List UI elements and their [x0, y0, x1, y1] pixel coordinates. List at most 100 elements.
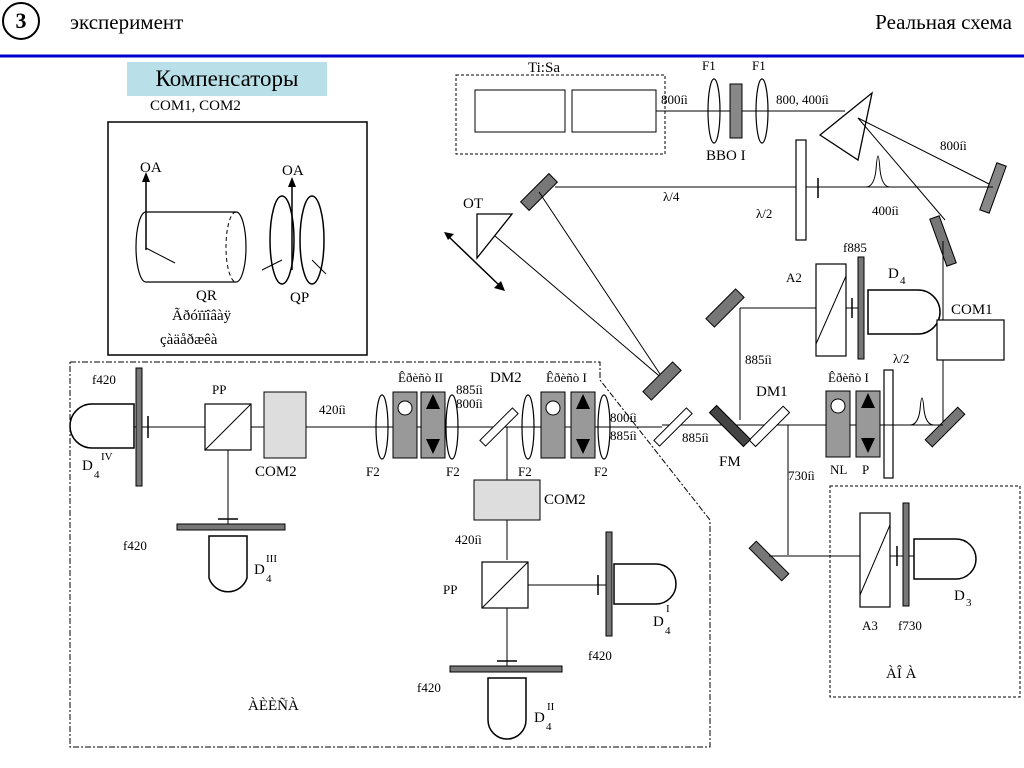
f420-mid-filter [176, 523, 286, 531]
crystal-ii-axis [397, 400, 413, 416]
crystal-i-arrow-up [576, 394, 590, 409]
f1-lens-a [707, 78, 721, 144]
lambda2-right-label: λ/2 [893, 351, 909, 366]
f420-top-filter [135, 367, 143, 487]
d4i-label: D [653, 614, 664, 630]
com2-center-box [473, 479, 541, 521]
delay-mirror-bottom [642, 361, 682, 401]
f730-label: f730 [898, 618, 922, 633]
right-arm: 885íì A2 f885 D 4 COM1 λ/2 Êðèñò I NL P [653, 215, 1005, 555]
pp-left-diagonal [204, 403, 252, 451]
ot-arrow-down [494, 281, 505, 291]
slide-left-title: эксперимент [70, 10, 184, 34]
d4-label: D [888, 266, 899, 282]
f885-label: f885 [843, 240, 867, 255]
d3-label: D [954, 588, 965, 604]
f1-lens-b [755, 78, 769, 144]
oa-left-label: OA [140, 160, 162, 176]
f885-filter [857, 256, 865, 360]
a2-label: A2 [786, 270, 802, 285]
nm-885-mid-label: 885íì [456, 382, 483, 397]
d4iv-detector [69, 403, 135, 449]
pp-center-diagonal [481, 561, 529, 609]
d4iii-sub: 4 [266, 573, 272, 585]
f2-lens-3 [521, 394, 535, 460]
detection-frame [829, 485, 1021, 698]
qr-label: QR [196, 288, 217, 304]
qp-vector-2 [311, 259, 327, 275]
com2-center-label: COM2 [544, 492, 586, 508]
nm-420-label: 420íì [319, 402, 346, 417]
d3-detector [913, 538, 977, 580]
d4iii-label: D [254, 562, 265, 578]
d3-sub: 3 [966, 597, 972, 609]
pp-left-label: PP [212, 382, 226, 397]
crystal-ii-arrow-down [426, 439, 440, 454]
lambda2-top-label: λ/2 [756, 206, 772, 221]
qp-label: QP [290, 290, 309, 306]
oa-right-label: OA [282, 163, 304, 179]
bbo-crystal [729, 83, 743, 139]
dm1-mirror [748, 405, 791, 448]
mirror-885 [705, 288, 745, 328]
pp-center-label: PP [443, 582, 457, 597]
pulse-right [909, 397, 935, 426]
d4iv-label: D [82, 458, 93, 474]
com2-left-label: COM2 [255, 464, 297, 480]
crystal-i-arrow-down [576, 439, 590, 454]
compensators-title: Компенсаторы [127, 62, 327, 96]
a3-diagonal [859, 524, 891, 596]
dm2-mirror [479, 407, 519, 447]
f2-label-3: F2 [518, 464, 532, 479]
d4iv-sub: 4 [94, 469, 100, 481]
pulse-top [865, 155, 891, 188]
nm-885-label: 885íì [745, 352, 772, 367]
mirror-top-right [979, 162, 1007, 214]
mirror-bottom-right [924, 406, 966, 448]
beamsplitter-main [653, 407, 693, 447]
d4iii-sup: III [266, 553, 277, 565]
nl-label: NL [830, 462, 847, 477]
com1-box [936, 319, 1005, 361]
compensators-caption-1: Ãðóïïîâàÿ [172, 308, 232, 324]
d4ii-detector [487, 677, 527, 740]
mirror-730 [748, 540, 790, 582]
nm-420-center-label: 420íì [455, 532, 482, 547]
polarizer-arrow-up [861, 393, 875, 408]
tisa-frame [455, 74, 666, 155]
f1-label-b: F1 [752, 58, 766, 73]
crystal-i-right-axis [830, 398, 846, 414]
a3-label: A3 [862, 618, 878, 633]
qp-plate-1 [269, 195, 295, 285]
laser-800-400-label: 800, 400íì [776, 92, 829, 107]
beam-800-right-label: 800íì [940, 138, 967, 153]
qp-plate-2 [299, 195, 325, 285]
a2-diagonal [815, 275, 847, 345]
nm-800-mid-label: 800íì [456, 396, 483, 411]
fm-mirror [708, 404, 752, 448]
f420-bottom-filter [449, 665, 563, 673]
f2-label-1: F2 [366, 464, 380, 479]
polarizer-arrow-down [861, 438, 875, 453]
f2-label-2: F2 [446, 464, 460, 479]
tisa-box-2 [571, 89, 657, 133]
d4i-detector [613, 563, 677, 605]
compensators-caption-2: çàäåðæêà [160, 332, 218, 348]
detection-box-title: ÀÎ À [886, 665, 917, 682]
crystal-i-right-label: Êðèñò I [828, 370, 869, 385]
laser-block: Ti:Sa 800íì F1 F1 BBO I 800, 400íì 800íì… [455, 58, 1007, 241]
nm-800-right-label: 800íì [610, 410, 637, 425]
slide-right-title: Реальная схема [875, 10, 1012, 34]
d4ii-label: D [534, 710, 545, 726]
slide-number-badge: 3 [2, 2, 40, 40]
d4-detector [867, 289, 941, 335]
f730-filter [902, 502, 910, 607]
f2-lens-2 [445, 394, 459, 460]
ot-retroreflector [476, 213, 514, 260]
oa-right-arrowhead [288, 177, 296, 187]
laser-800-label: 800íì [661, 92, 688, 107]
oa-left-arrowhead [142, 172, 150, 182]
analysis-box-title: ÀÈÈÑÀ [248, 697, 299, 714]
qr-axis-vector [145, 247, 176, 264]
